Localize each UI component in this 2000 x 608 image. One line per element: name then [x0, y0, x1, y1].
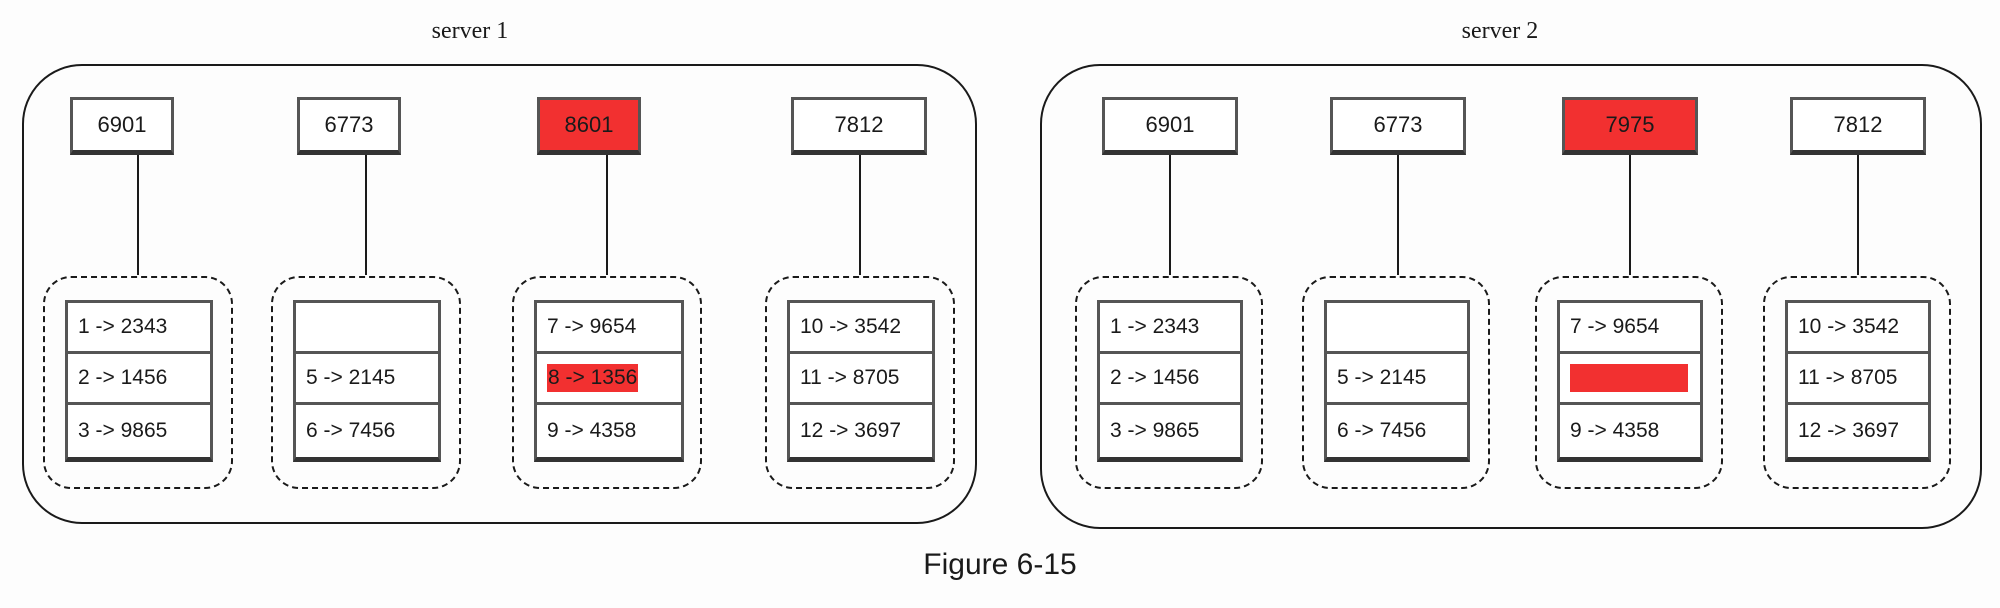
node-label: 6773 — [1373, 112, 1423, 137]
node-label: 8601 — [564, 112, 614, 137]
table-row: 9 -> 4358 — [547, 418, 637, 442]
server-1-title: server 1 — [431, 18, 509, 44]
table-row: 5 -> 2145 — [296, 354, 438, 405]
table-row-highlighted — [1560, 354, 1700, 405]
server-2-node-2: 6773 — [1330, 97, 1466, 155]
connector-line — [365, 155, 367, 275]
server-1-group-1 — [43, 276, 233, 489]
server-1-group-2 — [271, 276, 461, 489]
server-1-table-2: 5 -> 2145 6 -> 7456 — [293, 300, 441, 462]
server-1-group-4 — [765, 276, 955, 489]
server-1-node-3-highlighted: 8601 — [537, 97, 641, 155]
table-row — [1327, 303, 1467, 354]
server-2-group-1 — [1075, 276, 1263, 489]
highlighted-entry: 8 -> 1356 — [547, 364, 639, 392]
connector-line — [859, 155, 861, 275]
table-row: 3 -> 9865 — [1110, 418, 1200, 442]
connector-line — [606, 155, 608, 275]
server-2-container — [1040, 64, 1982, 529]
connector-line — [1857, 155, 1859, 275]
server-2-table-3: 7 -> 9654 9 -> 4358 — [1557, 300, 1703, 462]
table-row: 5 -> 2145 — [1327, 354, 1467, 405]
table-row: 9 -> 4358 — [1570, 418, 1660, 442]
server-2-table-1: 1 -> 2343 2 -> 1456 3 -> 9865 — [1097, 300, 1243, 462]
table-row: 11 -> 8705 — [1788, 354, 1928, 405]
node-label: 6901 — [97, 112, 147, 137]
table-row: 12 -> 3697 — [800, 418, 902, 442]
connector-line — [137, 155, 139, 275]
table-row: 12 -> 3697 — [1798, 418, 1900, 442]
figure-caption: Figure 6-15 — [923, 548, 1077, 581]
server-1-group-3 — [512, 276, 702, 489]
server-1-node-2: 6773 — [297, 97, 401, 155]
server-2-table-4: 10 -> 3542 11 -> 8705 12 -> 3697 — [1785, 300, 1931, 462]
connector-line — [1169, 155, 1171, 275]
node-label: 7812 — [1833, 112, 1883, 137]
server-2-node-4: 7812 — [1790, 97, 1926, 155]
table-row: 7 -> 9654 — [537, 303, 681, 354]
server-2-title: server 2 — [1461, 18, 1539, 44]
connector-line — [1397, 155, 1399, 275]
table-row: 7 -> 9654 — [1560, 303, 1700, 354]
table-row: 10 -> 3542 — [790, 303, 932, 354]
server-1-node-4: 7812 — [791, 97, 927, 155]
server-1-table-1: 1 -> 2343 2 -> 1456 3 -> 9865 — [65, 300, 213, 462]
table-row: 1 -> 2343 — [1100, 303, 1240, 354]
table-row — [296, 303, 438, 354]
highlighted-empty-entry — [1570, 364, 1688, 392]
table-row: 6 -> 7456 — [306, 418, 396, 442]
server-2-group-4 — [1763, 276, 1951, 489]
table-row: 10 -> 3542 — [1788, 303, 1928, 354]
table-row: 2 -> 1456 — [1100, 354, 1240, 405]
server-1-table-3: 7 -> 9654 8 -> 1356 9 -> 4358 — [534, 300, 684, 462]
server-2-node-1: 6901 — [1102, 97, 1238, 155]
server-2-table-2: 5 -> 2145 6 -> 7456 — [1324, 300, 1470, 462]
node-label: 6901 — [1145, 112, 1195, 137]
server-2-group-3 — [1535, 276, 1723, 489]
server-1-container — [22, 64, 977, 524]
node-label: 7812 — [834, 112, 884, 137]
table-row: 6 -> 7456 — [1337, 418, 1427, 442]
server-2-group-2 — [1302, 276, 1490, 489]
table-row: 11 -> 8705 — [790, 354, 932, 405]
server-2-node-3-highlighted: 7975 — [1562, 97, 1698, 155]
table-row: 2 -> 1456 — [68, 354, 210, 405]
node-label: 6773 — [324, 112, 374, 137]
table-row: 1 -> 2343 — [68, 303, 210, 354]
server-1-node-1: 6901 — [70, 97, 174, 155]
connector-line — [1629, 155, 1631, 275]
server-1-table-4: 10 -> 3542 11 -> 8705 12 -> 3697 — [787, 300, 935, 462]
table-row-highlighted: 8 -> 1356 — [537, 354, 681, 405]
node-label: 7975 — [1605, 112, 1655, 137]
table-row: 3 -> 9865 — [78, 418, 168, 442]
